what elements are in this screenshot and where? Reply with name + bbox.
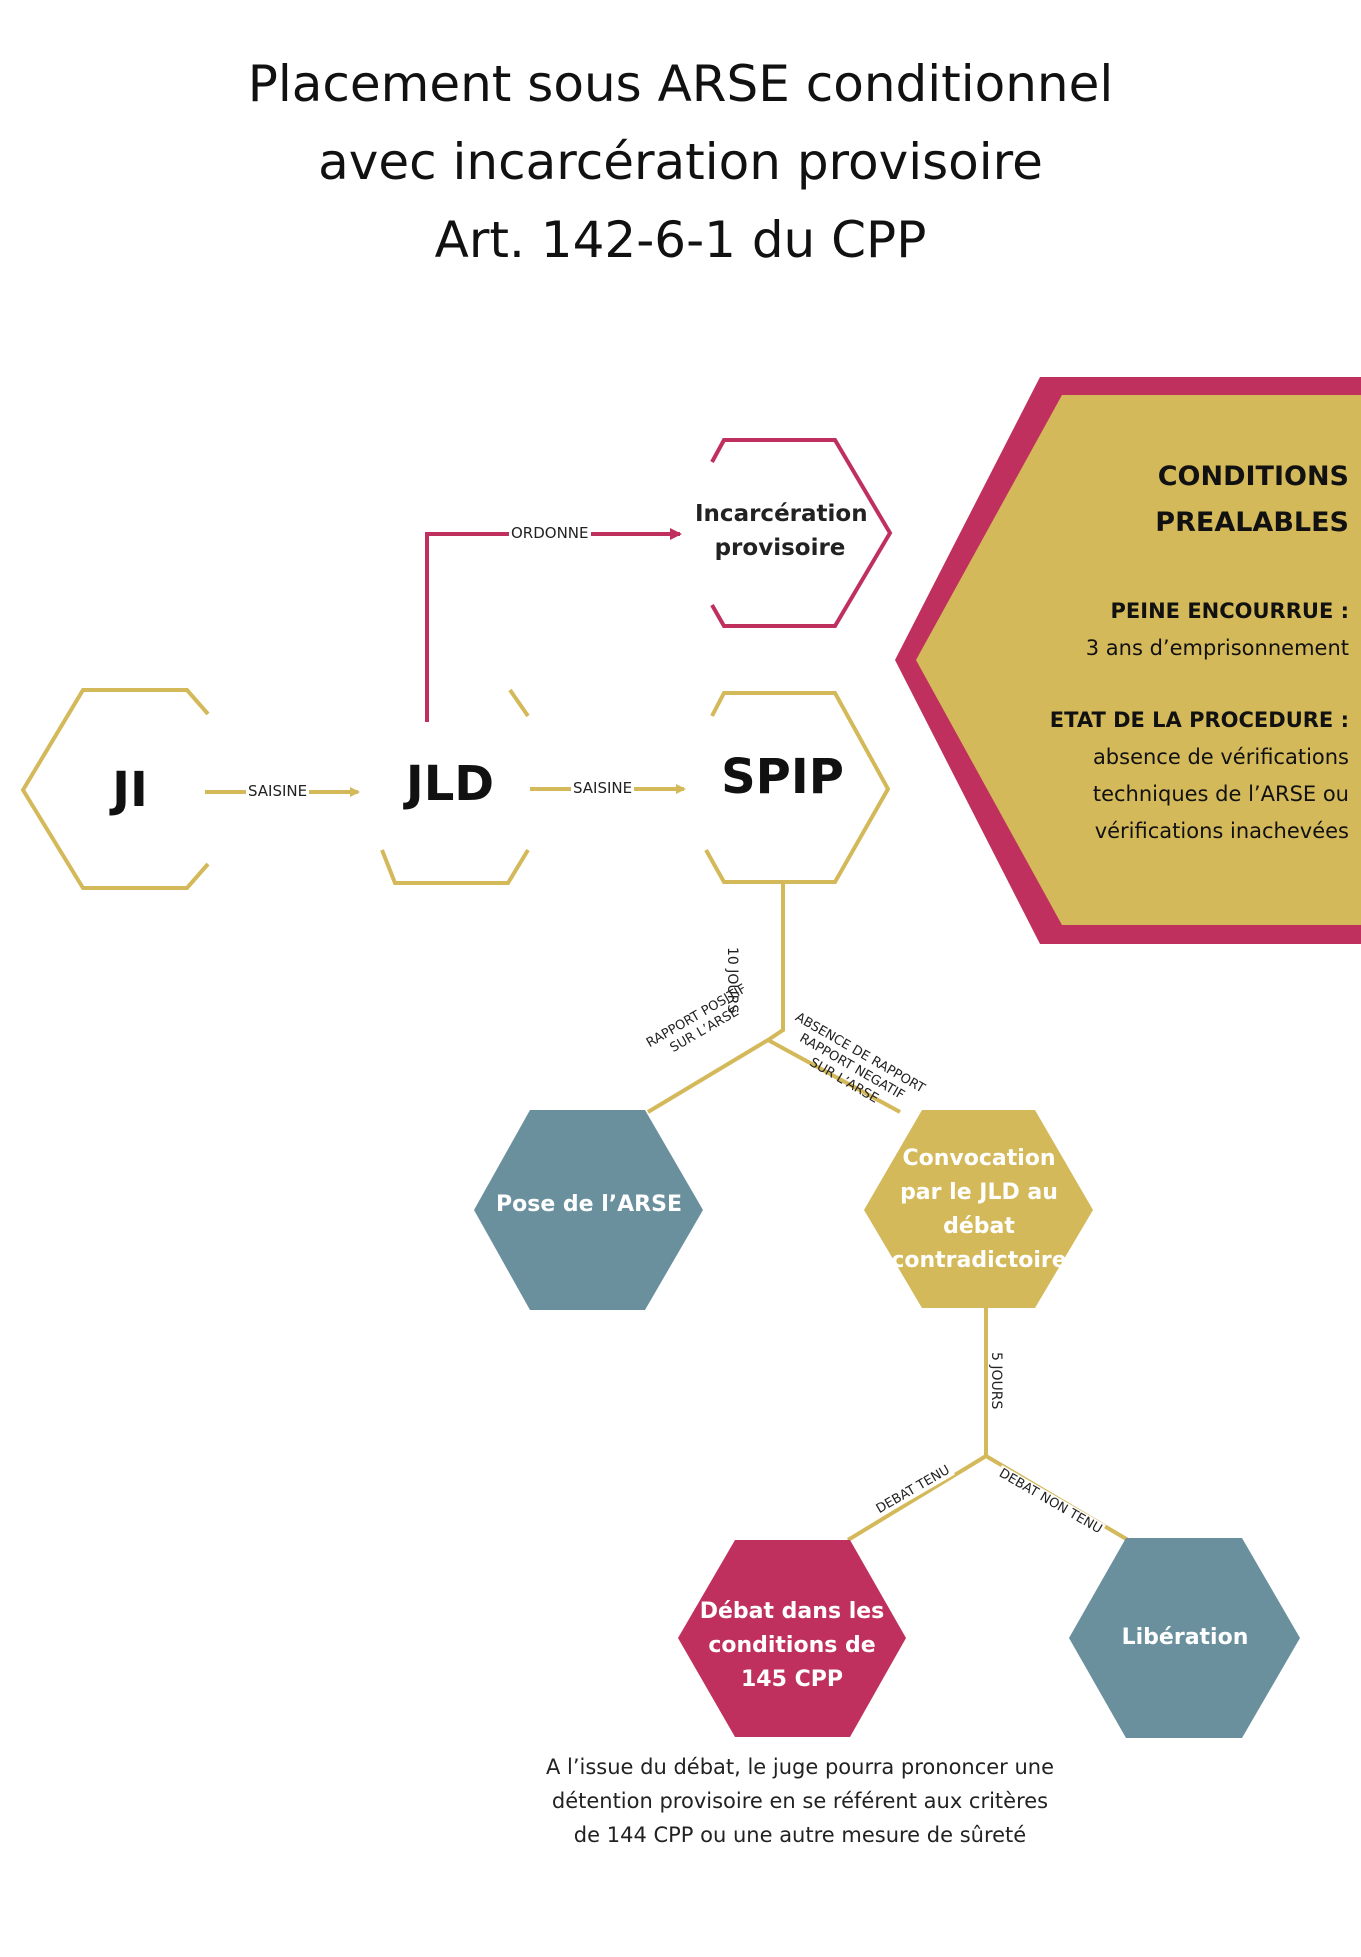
incarceration-label: Incarcération provisoire [695, 497, 868, 565]
jld-hexagon [380, 688, 530, 885]
liberation-hexagon [1069, 1538, 1300, 1738]
conditions-heading: CONDITIONS PREALABLES [1155, 454, 1349, 546]
jld-label: JLD [405, 756, 495, 812]
debat-tenu-line [846, 1454, 988, 1542]
etat-line-2: techniques de l’ARSE ou [1092, 782, 1349, 806]
negative-branch-line [767, 1038, 901, 1114]
conditions-etat: ETAT DE LA PROCEDURE : absence de vérifi… [1050, 702, 1349, 850]
ordonne-connector [425, 528, 682, 722]
etat-label: ETAT DE LA PROCEDURE : [1049, 708, 1349, 732]
edge-5-jours: 5 JOURS [988, 1350, 1004, 1412]
convocation-line-1: Convocation [902, 1146, 1056, 1171]
conditions-heading-line-1: CONDITIONS [1157, 461, 1349, 492]
convocation-line-4: contradictoire [891, 1248, 1067, 1273]
ji-label: JI [112, 762, 148, 818]
positive-branch-line [646, 1038, 770, 1114]
footnote-line-2: détention provisoire en se référent aux … [551, 1789, 1049, 1813]
title-line-3: Art. 142-6-1 du CPP [434, 211, 927, 269]
edge-saisine-jld-spip: SAISINE [571, 779, 635, 797]
liberation-label: Libération [1121, 1625, 1249, 1650]
conditions-heading-line-2: PREALABLES [1155, 507, 1349, 538]
peine-label: PEINE ENCOURRUE : [1110, 599, 1349, 623]
debat-line-2: conditions de [708, 1633, 876, 1658]
etat-line-1: absence de vérifications [1092, 745, 1349, 769]
incarceration-hexagon [710, 438, 893, 628]
title-line-1: Placement sous ARSE conditionnel [247, 55, 1114, 113]
edge-saisine-ji-jld: SAISINE [246, 782, 310, 800]
title-line-2: avec incarcération provisoire [318, 133, 1043, 191]
convocation-line-3: débat [943, 1214, 1015, 1239]
convocation-line-2: par le JLD au [900, 1180, 1058, 1205]
incarceration-label-line-2: provisoire [714, 535, 846, 561]
pose-label: Pose de l’ARSE [496, 1192, 682, 1217]
spip-label: SPIP [721, 749, 844, 805]
convocation-hexagon [864, 1110, 1093, 1308]
conditions-hexagon-fill [916, 395, 1361, 925]
debat-hexagon [678, 1540, 906, 1737]
debat-line-1: Débat dans les [699, 1599, 885, 1624]
ji-hexagon [20, 688, 210, 890]
diagram-title: Placement sous ARSE conditionnel avec in… [0, 45, 1361, 279]
footnote-line-1: A l’issue du débat, le juge pourra prono… [545, 1755, 1055, 1779]
peine-value: 3 ans d’emprisonnement [1085, 636, 1349, 660]
spip-down-connector [766, 883, 785, 1042]
conditions-peine: PEINE ENCOURRUE : 3 ans d’emprisonnement [1086, 593, 1349, 667]
pose-hexagon [474, 1110, 703, 1310]
footnote: A l’issue du débat, le juge pourra prono… [510, 1750, 1090, 1852]
footnote-line-3: de 144 CPP ou une autre mesure de sûreté [573, 1823, 1027, 1847]
convocation-label: Convocation par le JLD au débat contradi… [872, 1142, 1086, 1278]
spip-hexagon [704, 691, 891, 884]
etat-line-3: vérifications inachevées [1094, 819, 1349, 843]
incarceration-label-line-1: Incarcération [695, 501, 868, 527]
edge-ordonne: ORDONNE [509, 524, 591, 542]
debat-label: Débat dans les conditions de 145 CPP [690, 1595, 894, 1697]
debat-line-3: 145 CPP [741, 1667, 843, 1692]
